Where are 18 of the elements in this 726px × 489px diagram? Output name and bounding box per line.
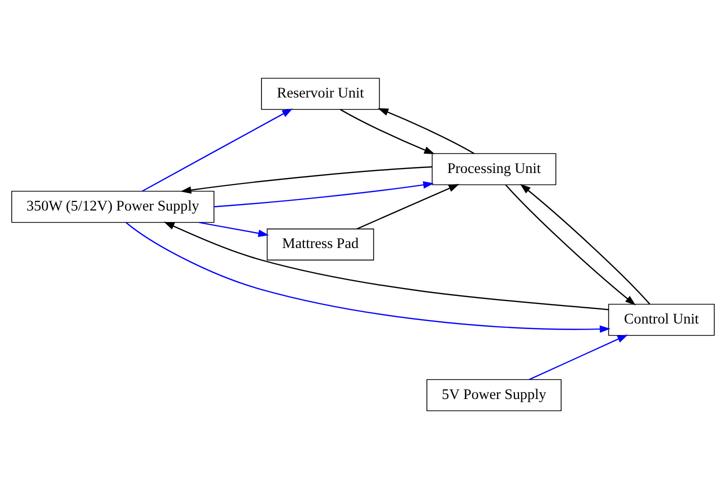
arrow [180,166,432,194]
arrow [340,108,435,154]
arrow [356,184,460,230]
arrow [126,222,610,333]
node-box: Mattress Pad [266,228,374,260]
node-box: Reservoir Unit [261,78,380,110]
arrow [214,181,434,208]
arrow [164,222,609,310]
arrow [520,184,650,305]
arrow [378,108,474,154]
arrow [142,108,293,192]
arrow [198,222,269,237]
node-box: Control Unit [608,304,715,336]
node-box: 5V Power Supply [426,379,562,412]
node-box: 350W (5/12V) Power Supply [11,190,214,223]
node-box: Processing Unit [432,153,556,186]
arrow [505,184,636,306]
arrow [528,334,628,380]
